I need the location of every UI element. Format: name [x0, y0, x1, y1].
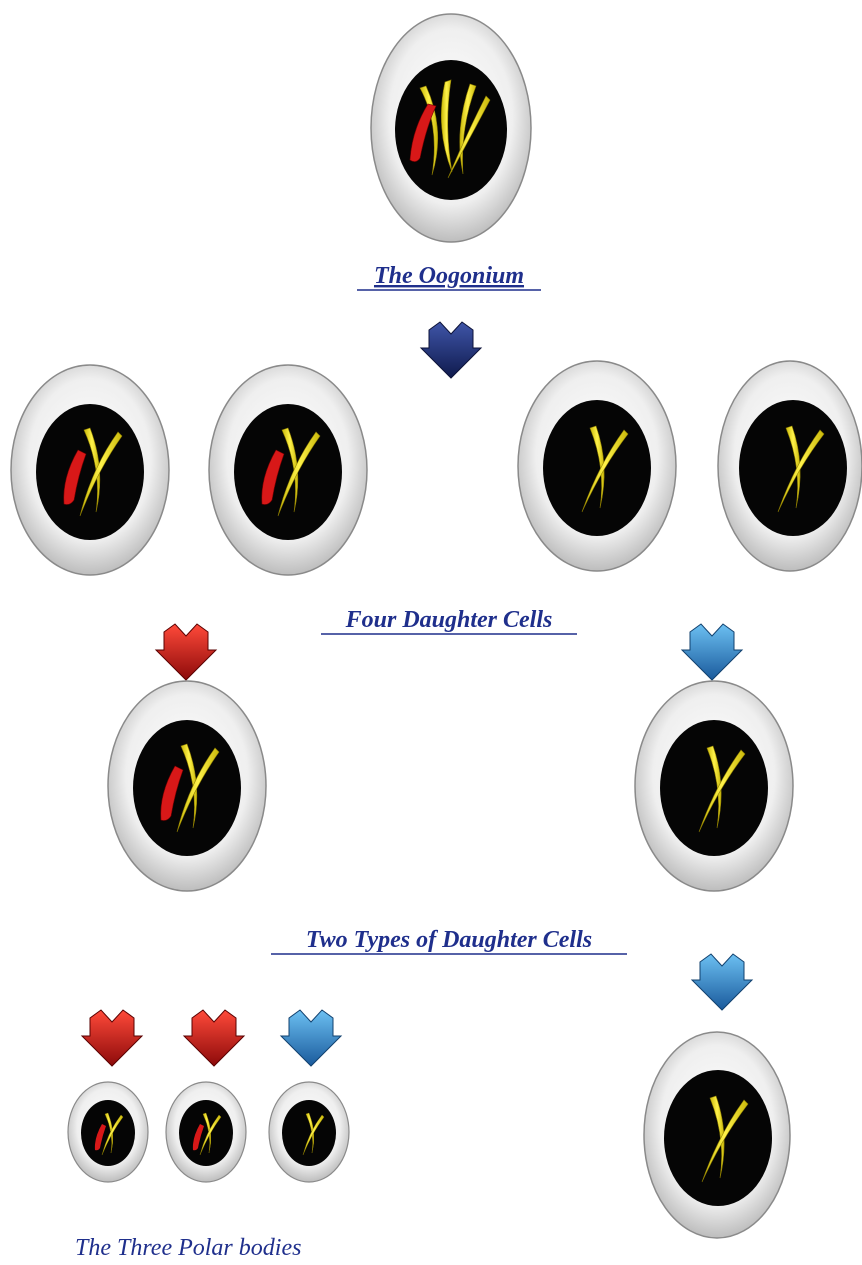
nucleus	[543, 400, 651, 536]
oogonium-cell	[370, 13, 532, 243]
blue-arrow-icon	[690, 953, 754, 1011]
chromosome	[701, 1095, 749, 1183]
nucleus	[234, 404, 342, 540]
caption-oogonium: The Oogonium	[374, 263, 524, 289]
daughter-cell-3	[517, 360, 677, 572]
chromosome	[199, 1112, 222, 1156]
daughter-cell-1	[10, 364, 170, 576]
red-chromosome	[160, 765, 184, 821]
caption-polar-bodies: The Three Polar bodies	[75, 1235, 301, 1261]
nucleus	[81, 1100, 135, 1166]
chromosome	[698, 745, 746, 833]
red-chromosome	[94, 1124, 106, 1151]
blue-arrow-icon	[680, 623, 744, 681]
daughter-cell-2	[208, 364, 368, 576]
chromosome	[302, 1112, 325, 1156]
red-chromosome	[261, 449, 285, 505]
polar-body-3	[268, 1081, 350, 1183]
chromosome	[176, 743, 220, 833]
polar-body-1	[67, 1081, 149, 1183]
chromosome	[101, 1112, 124, 1156]
caption-four-daughter-cells: Four Daughter Cells	[345, 607, 553, 633]
red-chromosome	[192, 1124, 204, 1151]
navy-arrow-icon	[419, 321, 483, 379]
caption-two-types: Two Types of Daughter Cells	[306, 927, 592, 953]
chromosome	[277, 427, 321, 517]
red-arrow-icon	[154, 623, 218, 681]
nucleus	[664, 1070, 772, 1206]
red-arrow-icon	[80, 1009, 144, 1067]
nucleus	[282, 1100, 336, 1166]
blue-arrow-icon	[279, 1009, 343, 1067]
red-arrow-icon	[182, 1009, 246, 1067]
daughter-cell-4	[717, 360, 862, 572]
chromosome	[777, 425, 825, 513]
chromosome	[581, 425, 629, 513]
nucleus	[36, 404, 144, 540]
nucleus	[133, 720, 241, 856]
nucleus	[739, 400, 847, 536]
daughter-cell-red-type	[107, 680, 267, 892]
chromosome	[79, 427, 123, 517]
ovum-cell	[643, 1031, 791, 1239]
nucleus	[179, 1100, 233, 1166]
nucleus	[660, 720, 768, 856]
daughter-cell-blue-type	[634, 680, 794, 892]
nucleus	[395, 60, 507, 200]
polar-body-2	[165, 1081, 247, 1183]
red-chromosome	[63, 449, 87, 505]
red-chromosome	[409, 103, 437, 162]
